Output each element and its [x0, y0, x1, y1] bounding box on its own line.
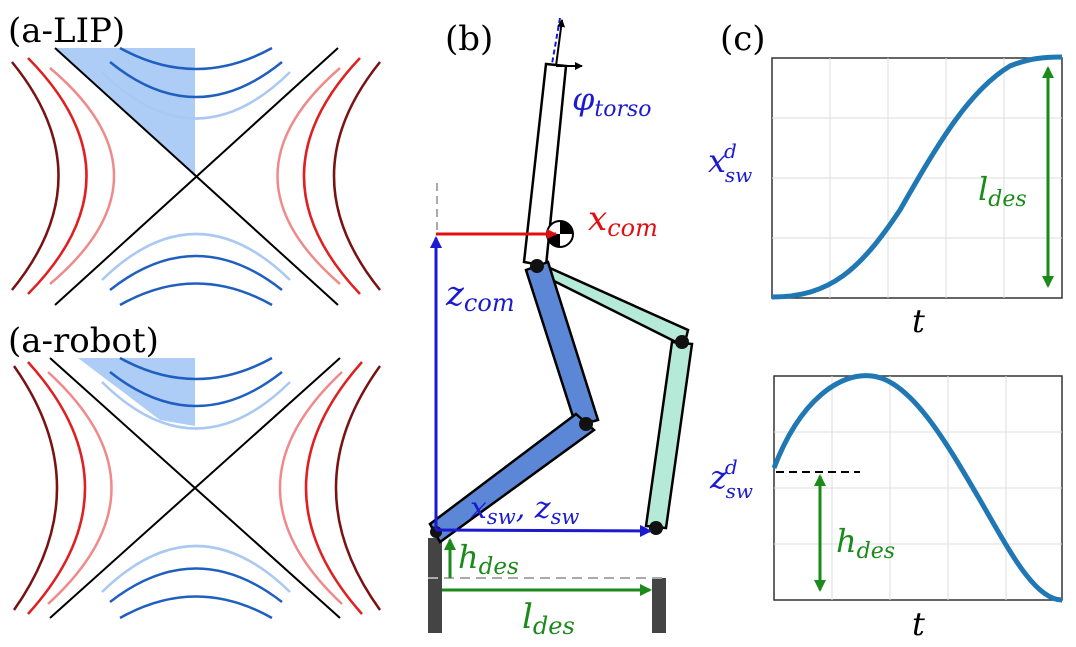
asymptote-line — [49, 357, 341, 619]
x-com-label: xcom — [588, 199, 658, 242]
ground-post-left — [428, 538, 442, 633]
bottom-xlabel: t — [912, 605, 925, 643]
phi-torso-label: φtorso — [572, 80, 652, 122]
panel-b-label: (b) — [445, 19, 493, 59]
phase-portrait-robot — [12, 356, 382, 620]
h-des-label: hdes — [458, 538, 519, 580]
hyperbola-curve — [119, 595, 273, 620]
hyperbola-curve — [12, 365, 59, 611]
panel-c-label: (c) — [720, 19, 766, 59]
swing-foot-joint — [649, 521, 663, 535]
ground-post-right — [652, 578, 666, 633]
panel-a: (a-LIP) (a-robot) — [8, 11, 382, 620]
h-des-annotation-label: hdes — [836, 522, 895, 564]
hyperbola-curve — [49, 67, 116, 285]
z-com-label: zcom — [445, 274, 515, 317]
grid — [772, 58, 1062, 298]
hyperbola-curve — [101, 71, 291, 120]
x-sw-z-sw-label: xsw, zsw — [470, 491, 579, 529]
hyperbola-curve — [101, 381, 291, 430]
hyperbola-curve — [109, 567, 283, 603]
reachable-region-fill — [78, 358, 195, 426]
knee-joint-swing — [675, 335, 689, 349]
hyperbola-curve — [109, 371, 283, 408]
hip-joint — [530, 259, 544, 273]
hyperbola-curve — [27, 57, 88, 295]
l-des-label: ldes — [522, 597, 575, 640]
hyperbola-curve — [109, 61, 283, 99]
top-xlabel: t — [912, 302, 925, 340]
hyperbola-curve — [119, 46, 273, 71]
hyperbola-curve — [304, 361, 363, 615]
hyperbola-curve — [47, 371, 113, 605]
z-swing-curve — [771, 373, 1063, 603]
panel-a-lip-label: (a-LIP) — [8, 11, 125, 51]
knee-joint-stance — [579, 417, 593, 431]
hyperbola-curve — [101, 544, 291, 593]
hyperbola-curve — [27, 361, 87, 615]
hyperbola-curve — [334, 365, 382, 611]
hyperbola-curve — [278, 371, 343, 605]
l-des-annotation-label: ldes — [978, 170, 1027, 212]
hyperbola-curve — [276, 67, 341, 285]
asymptote-line — [54, 47, 339, 306]
x-swing-curve — [771, 54, 1063, 300]
panel-b: (b) — [428, 17, 694, 640]
swing-foot-arrow — [435, 524, 652, 537]
hyperbola-curve — [119, 356, 273, 381]
panel-a-robot-label: (a-robot) — [8, 321, 159, 361]
hyperbola-curve — [11, 61, 60, 291]
hyperbola-curve — [101, 232, 291, 281]
swing-shank — [644, 340, 694, 530]
hyperbola-curve — [119, 282, 273, 307]
hyperbola-curve — [302, 57, 361, 295]
hyperbola-curve — [109, 254, 283, 291]
grid — [774, 376, 1062, 600]
hyperbola-curve — [332, 61, 381, 291]
phase-portrait-lip — [11, 46, 381, 307]
torso-angle-arrow — [555, 19, 566, 67]
